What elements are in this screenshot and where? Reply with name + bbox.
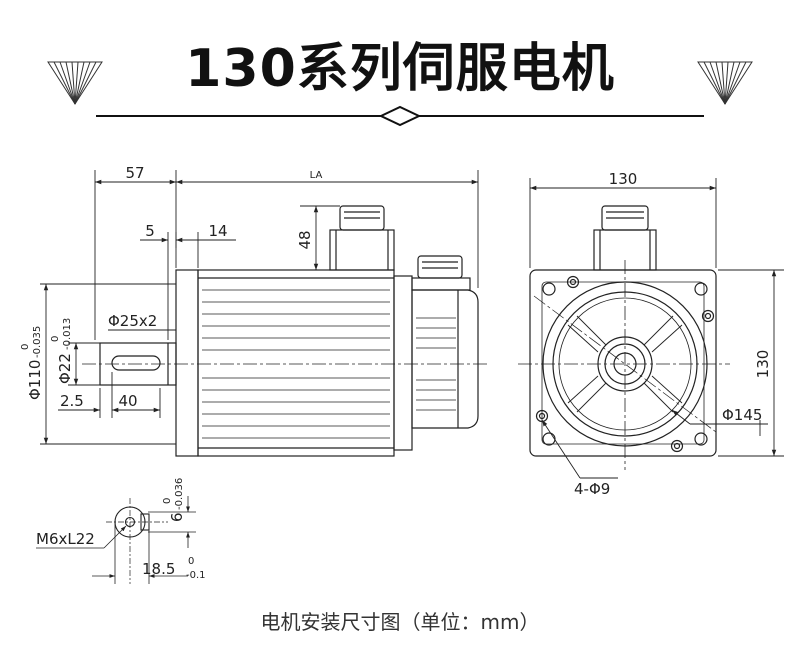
dim-48: 48 — [296, 230, 314, 249]
dim-40: 40 — [118, 392, 137, 410]
dim-5: 5 — [145, 222, 155, 240]
dim-phi110-tol-top: 0 — [20, 344, 31, 350]
dim-6-group: 6 0 -0.036 — [162, 478, 186, 522]
dim-18-5-tol-top: 0 — [188, 556, 194, 567]
dim-phi110-tol-bot: -0.035 — [32, 326, 43, 358]
dim-phi145: Φ145 — [722, 406, 762, 424]
dim-2-5: 2.5 — [60, 392, 84, 410]
dim-phi110-group: Φ110 0 -0.035 — [20, 326, 44, 400]
left-ornament-icon — [47, 61, 103, 105]
dim-holes: 4-Φ9 — [574, 480, 610, 498]
dim-phi22-tol-top: 0 — [50, 336, 61, 342]
dim-57: 57 — [125, 164, 144, 182]
dim-phi110: Φ110 — [26, 360, 44, 400]
dim-phi25: Φ25x2 — [108, 312, 157, 330]
right-ornament-icon — [697, 61, 753, 105]
dim-6: 6 — [168, 512, 186, 522]
side-view — [82, 205, 490, 457]
dim-6-tol-top: 0 — [162, 498, 173, 504]
front-view — [518, 205, 730, 470]
front-dimensions — [529, 178, 784, 479]
drawing-caption: 电机安装尺寸图（单位：mm） — [260, 610, 540, 634]
title-underline — [96, 105, 704, 127]
dim-130-top: 130 — [609, 170, 638, 188]
dim-14: 14 — [208, 222, 227, 240]
side-dimensions — [40, 170, 479, 445]
dim-6-tol-bot: -0.036 — [174, 478, 185, 510]
dim-phi22-tol-bot: -0.013 — [62, 318, 73, 350]
page-title: 130系列伺服电机 — [185, 39, 615, 99]
dim-18-5: 18.5 — [142, 560, 175, 578]
dim-18-5-tol-bot: -0.1 — [186, 570, 206, 581]
dim-la: LA — [310, 170, 323, 181]
keyway-section — [36, 496, 196, 584]
dim-phi22: Φ22 — [56, 353, 74, 384]
dim-m6: M6xL22 — [36, 530, 95, 548]
dim-130-side: 130 — [754, 350, 772, 379]
dim-phi22-group: Φ22 0 -0.013 — [50, 318, 74, 384]
